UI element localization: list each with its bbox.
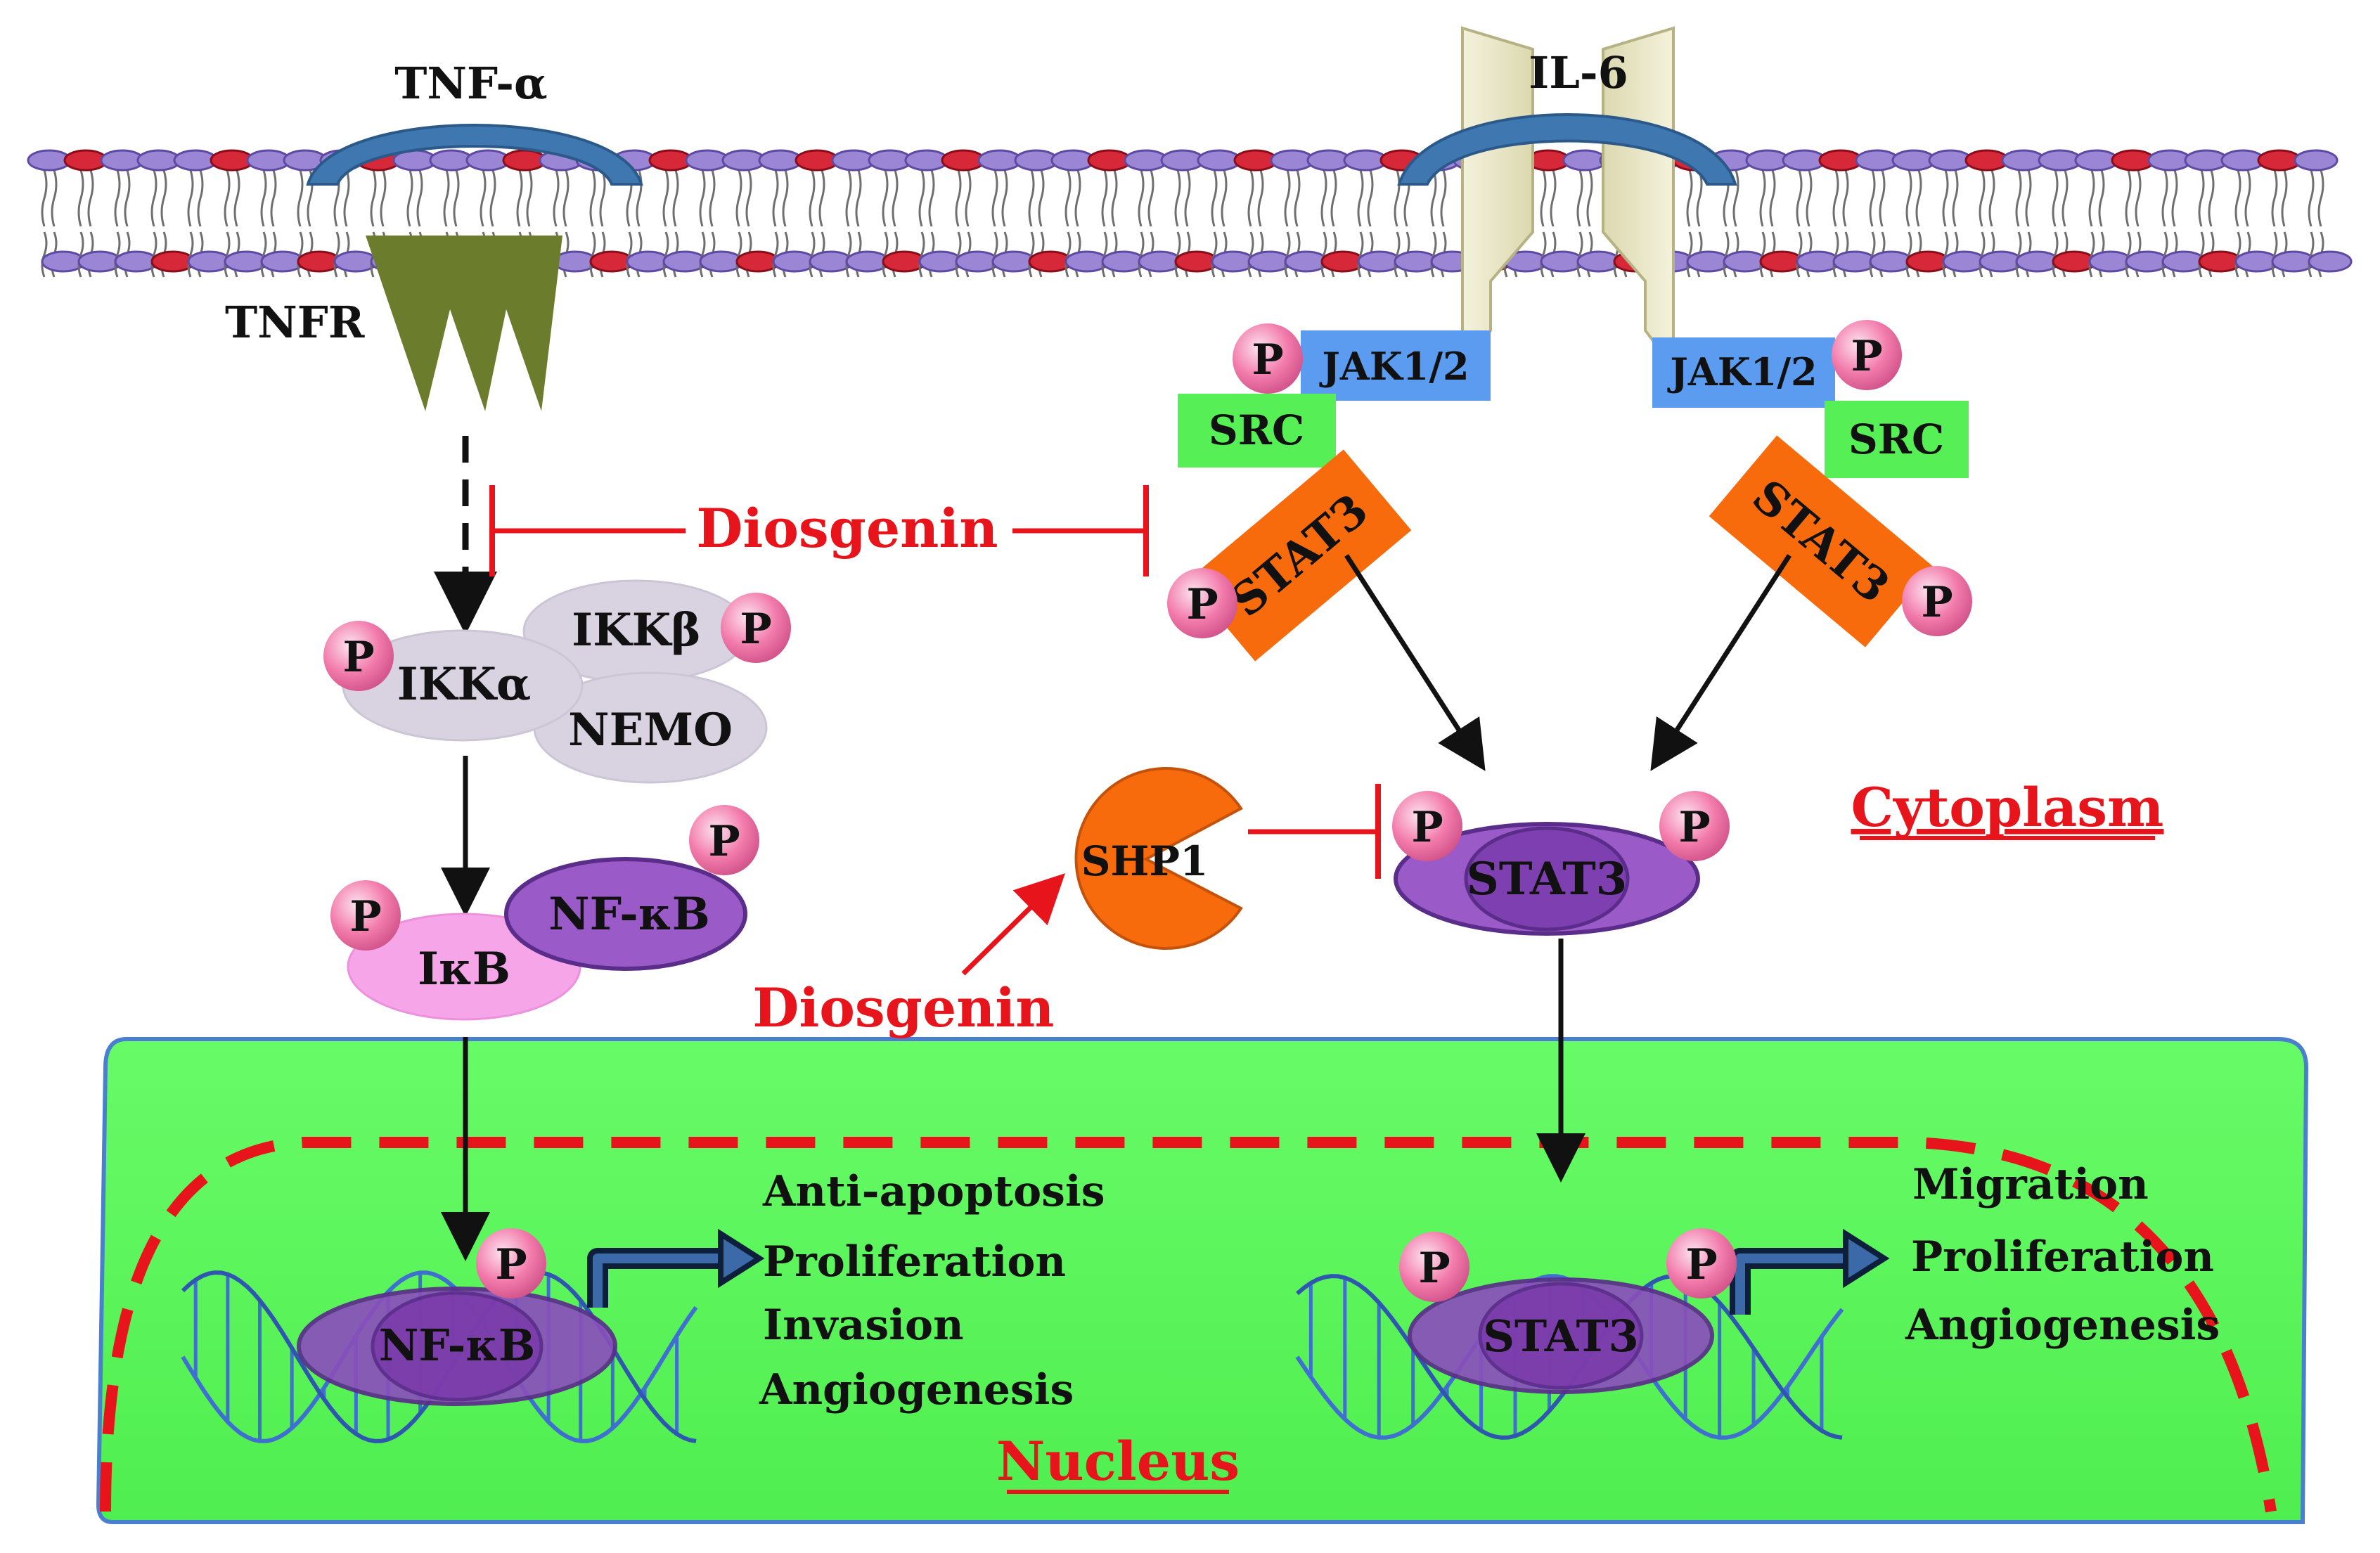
stat3-outcome-item: Proliferation <box>1911 1232 2214 1282</box>
phosphate-nuclear-stat3-left-p: P <box>1399 1232 1469 1302</box>
phosphate-ikk-alpha-p: P <box>323 621 394 691</box>
jak-right-label: JAK1/2 <box>1667 349 1817 394</box>
dna-strand <box>181 1270 698 1443</box>
diosgenin-top-inhibition <box>489 485 1149 576</box>
shp1-inhibition <box>1248 784 1381 879</box>
nfkb-outcome-item: Anti-apoptosis <box>762 1167 1105 1216</box>
svg-text:P: P <box>349 892 381 941</box>
stat3-right-box <box>1709 435 1934 647</box>
svg-text:P: P <box>342 633 374 682</box>
svg-text:P: P <box>495 1240 527 1289</box>
stat3-outcome-item: Angiogenesis <box>1905 1301 2220 1350</box>
nfkb-outcome-item: Angiogenesis <box>759 1365 1074 1415</box>
nuclear-stat3-inner <box>1478 1282 1644 1390</box>
stat3-left-box <box>1187 449 1412 662</box>
nucleus-label: Nucleus <box>996 1430 1240 1493</box>
diosgenin-to-shp1-arrow <box>961 873 1065 976</box>
cytoplasm-label: Cytoplasm <box>1851 776 2164 839</box>
tnf-alpha-label: TNF-α <box>394 58 547 109</box>
tnfr-label: TNFR <box>225 297 365 348</box>
svg-text:P: P <box>740 605 771 654</box>
phospholipid-head <box>2308 250 2353 273</box>
nuclear-nfkb-inner <box>371 1291 543 1402</box>
phospholipid-head <box>2294 149 2339 172</box>
svg-text:P: P <box>708 817 740 866</box>
stat3-dimer-inner <box>1464 826 1630 932</box>
diosgenin-bottom-label: Diosgenin <box>752 977 1054 1039</box>
phosphate-stat3-left-p: P <box>1167 568 1237 638</box>
stat3-left-to-dimer-arrow <box>1344 554 1486 771</box>
nfkb-outcomes-list: Anti-apoptosis Proliferation Invasion An… <box>759 1167 1105 1415</box>
stat3-transcription-arrow <box>1730 1228 1890 1315</box>
nfkb-outcome-item: Proliferation <box>763 1237 1066 1287</box>
nfkb-outcome-item: Invasion <box>763 1301 964 1350</box>
nuclear-envelope-dashed <box>100 1137 2277 1513</box>
stat3-outcome-item: Migration <box>1912 1160 2149 1209</box>
svg-text:P: P <box>1851 332 1882 381</box>
tnfr-receptor <box>366 236 562 411</box>
shp1-molecule <box>1074 767 1243 950</box>
svg-text:P: P <box>1678 803 1710 852</box>
phosphate-stat3-right-p: P <box>1902 566 1972 636</box>
ikk-beta-label: IKKβ <box>572 604 701 657</box>
tnf-alpha-ligand <box>306 124 643 186</box>
phosphate-dimer-right-p: P <box>1659 791 1730 861</box>
ikk-complex <box>342 579 768 784</box>
svg-text:P: P <box>1418 1244 1450 1293</box>
membrane-inner-leaflet <box>41 231 2353 278</box>
src-left-label: SRC <box>1209 406 1304 454</box>
src-left-box <box>1178 394 1336 468</box>
phosphate-nuclear-stat3-right-p: P <box>1666 1228 1737 1299</box>
nuclear-stat3-label: STAT3 <box>1483 1310 1639 1362</box>
stat3-right-to-dimer-arrow <box>1650 554 1792 771</box>
src-right-label: SRC <box>1848 415 1944 463</box>
stat3-dimer-label: STAT3 <box>1467 853 1628 906</box>
svg-text:P: P <box>1186 580 1218 629</box>
shp1-label: SHP1 <box>1081 837 1209 885</box>
nemo-label: NEMO <box>568 704 733 756</box>
ikk-alpha-label: IKKα <box>397 658 531 711</box>
membrane-outer-leaflet <box>27 149 2339 227</box>
phosphate-ikb-p: P <box>330 880 401 951</box>
phosphate-jak-right-p: P <box>1832 320 1902 390</box>
jak-left-label: JAK1/2 <box>1319 344 1469 389</box>
phosphate-nuclear-nfkb-p: P <box>476 1228 546 1299</box>
cell-membrane <box>27 149 2353 278</box>
stat3-outcomes-list: Migration Proliferation Angiogenesis <box>1905 1160 2220 1350</box>
il6-receptor <box>1461 26 1675 360</box>
il6-label: IL-6 <box>1529 47 1628 98</box>
jak-left-box <box>1301 330 1491 401</box>
phosphate-ikk-beta-p: P <box>721 593 791 663</box>
il6-ligand <box>1397 113 1737 186</box>
ikb-label: IκB <box>418 943 510 995</box>
nfkb-transcription-arrow <box>587 1228 765 1308</box>
svg-text:P: P <box>1685 1240 1717 1289</box>
svg-text:P: P <box>1921 578 1953 627</box>
jak-right-box <box>1652 337 1835 408</box>
nfkb-shape <box>504 857 747 971</box>
src-right-box <box>1825 401 1969 478</box>
nuclear-nfkb-label: NF-κB <box>379 1320 536 1371</box>
phosphate-jak-left-p: P <box>1233 323 1303 394</box>
diosgenin-top-label: Diosgenin <box>696 497 998 560</box>
nfkb-label: NF-κB <box>548 888 710 941</box>
phosphate-nfkb-p: P <box>689 805 759 875</box>
phosphate-dimer-left-p: P <box>1392 791 1462 861</box>
svg-text:P: P <box>1411 803 1443 852</box>
svg-text:P: P <box>1252 335 1283 385</box>
phosphate-groups: P P P P P P P P P P P P P <box>323 320 1972 1302</box>
